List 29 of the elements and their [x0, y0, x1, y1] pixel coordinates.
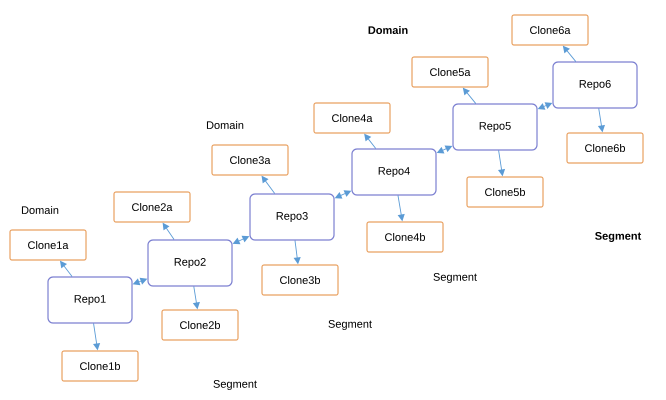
clone-box: Clone3a — [211, 144, 289, 176]
region-label: Domain — [206, 120, 244, 130]
clone-box: Clone5b — [466, 176, 544, 208]
clone-box: Clone4b — [366, 221, 444, 253]
region-label: Segment — [434, 273, 477, 283]
clone-box: Clone1b — [61, 350, 139, 382]
clone-box: Clone5a — [411, 56, 489, 88]
arrow — [562, 46, 576, 62]
clone-box: Clone3b — [261, 264, 339, 296]
clone-box: Clone2a — [113, 191, 191, 223]
arrow — [462, 88, 476, 104]
region-label: Domain — [22, 206, 58, 214]
region-label: Segment — [328, 320, 372, 330]
region-label: Segment — [595, 232, 642, 242]
repository-box: Repo1 — [47, 276, 133, 324]
clone-box: Clone2b — [161, 309, 239, 341]
clone-box: Clone4a — [313, 102, 391, 134]
region-label: Segment — [214, 380, 257, 390]
repository-box: Repo2 — [147, 239, 233, 287]
repository-box: Repo5 — [452, 103, 538, 151]
repository-box: Repo6 — [552, 61, 638, 109]
clone-box: Clone6a — [511, 14, 589, 46]
clone-box: Clone6b — [566, 132, 644, 164]
arrow — [262, 176, 276, 194]
arrow — [364, 134, 376, 149]
clone-box: Clone1a — [9, 229, 87, 261]
repository-box: Repo3 — [249, 193, 335, 241]
region-label: Domain — [368, 26, 408, 34]
repository-box: Repo4 — [351, 148, 437, 196]
